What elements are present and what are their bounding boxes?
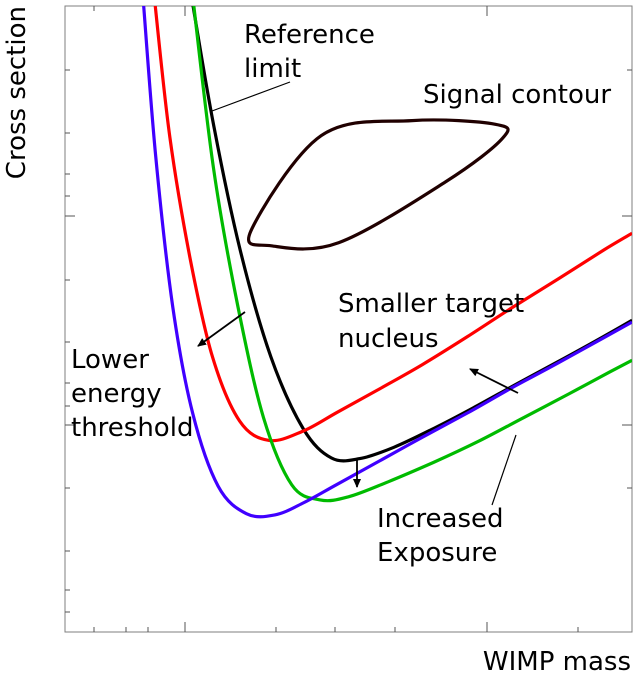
annotation-reference-limit-line-2: limit [244, 54, 301, 84]
series-group [142, 6, 632, 519]
annotation-signal-contour: Signal contour [423, 80, 611, 110]
x-axis-label: WIMP mass [483, 647, 631, 677]
annotation-lower-threshold-line-3: threshold [71, 413, 193, 443]
annotation-increased-exposure: Increased Exposure [377, 504, 512, 568]
annotation-smaller-target-line-1: Smaller target [338, 289, 524, 319]
lower-threshold-arrow [197, 311, 246, 347]
y-axis-label: Cross section [2, 6, 32, 179]
annotation-reference-limit: Reference limit [244, 20, 383, 84]
annotation-pointers [197, 81, 519, 506]
annotation-lower-threshold-line-2: energy [71, 379, 162, 409]
x-axis-ticks [93, 6, 579, 632]
annotation-increased-exposure-line-2: Exposure [377, 538, 497, 568]
reference-limit-pointer [211, 81, 291, 112]
annotation-increased-exposure-line-1: Increased [377, 504, 504, 534]
annotation-reference-limit-line-1: Reference [244, 20, 375, 50]
annotation-signal-contour-line-1: Signal contour [423, 80, 611, 110]
combined-improvement-curve [142, 6, 632, 519]
annotation-lower-threshold-line-1: Lower [71, 345, 149, 375]
y-axis-ticks [65, 69, 632, 613]
annotation-smaller-target: Smaller target nucleus [338, 289, 532, 354]
plot-frame [64, 5, 633, 633]
increased-exposure-curve [192, 6, 632, 503]
annotation-lower-threshold: Lower energy threshold [71, 345, 193, 443]
annotation-smaller-target-line-2: nucleus [338, 324, 439, 354]
lower-threshold-curve [153, 6, 632, 443]
increased-exposure-pointer [491, 434, 517, 506]
smaller-target-arrow [469, 368, 519, 394]
signal-contour [247, 118, 510, 251]
